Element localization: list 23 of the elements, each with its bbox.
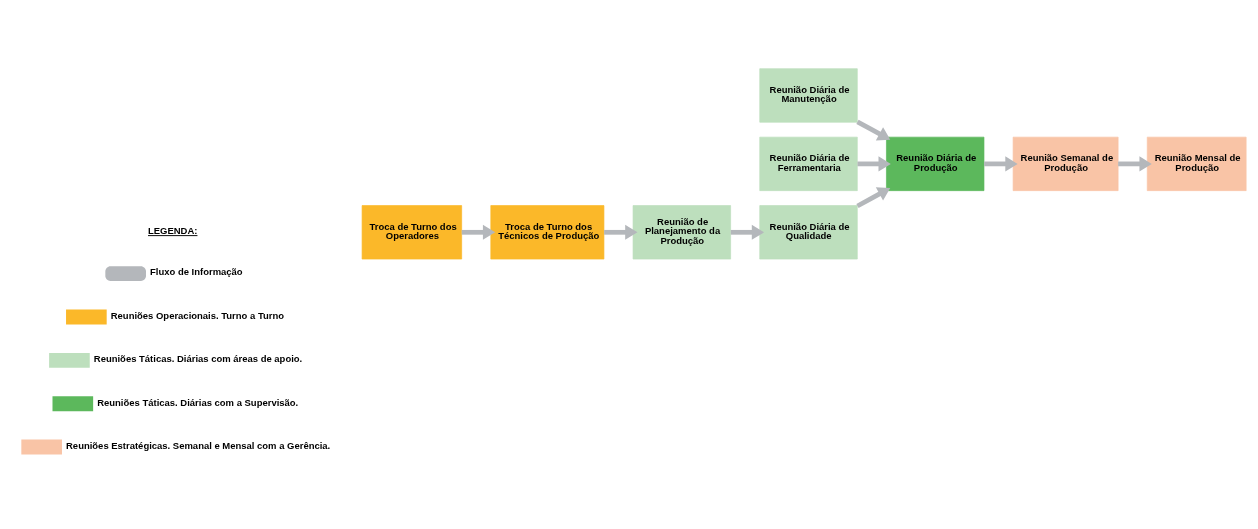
node-box: Reunião Mensal de Produção xyxy=(1146,136,1247,191)
arrow xyxy=(1118,155,1152,171)
arrow xyxy=(730,224,765,240)
arrow xyxy=(857,155,891,171)
arrow xyxy=(461,224,496,240)
node-box: Reunião de Planejamento da Produção xyxy=(632,204,731,259)
node-box: Troca de Turno dos Operadores xyxy=(361,204,462,259)
node-box: Reunião Diária de Ferramentaria xyxy=(759,136,858,191)
legend-label: Reuniões Estratégicas. Semanal e Mensal com a Gerência. xyxy=(66,439,331,451)
legend-label: Reuniões Táticas. Diárias com áreas de apoio. xyxy=(93,352,303,364)
legend-label: Reuniões Operacionais. Turno a Turno xyxy=(110,309,285,321)
label: LEGENDA: xyxy=(148,224,198,236)
node-box: Reunião Diária de Manutenção xyxy=(759,67,858,123)
arrow xyxy=(856,186,891,208)
node-box: Reunião Diária de Produção xyxy=(886,136,985,191)
arrow xyxy=(604,224,638,240)
legend-label: Fluxo de Informação xyxy=(150,265,243,277)
node-box: Reunião Semanal de Produção xyxy=(1012,136,1119,191)
arrow xyxy=(984,155,1018,171)
legend-label: Reuniões Táticas. Diárias com a Supervisão. xyxy=(97,396,299,408)
node-box: Troca de Turno dos Técnicos de Produção xyxy=(490,204,605,259)
node-box: Reunião Diária de Qualidade xyxy=(759,204,858,259)
arrow xyxy=(856,119,891,140)
